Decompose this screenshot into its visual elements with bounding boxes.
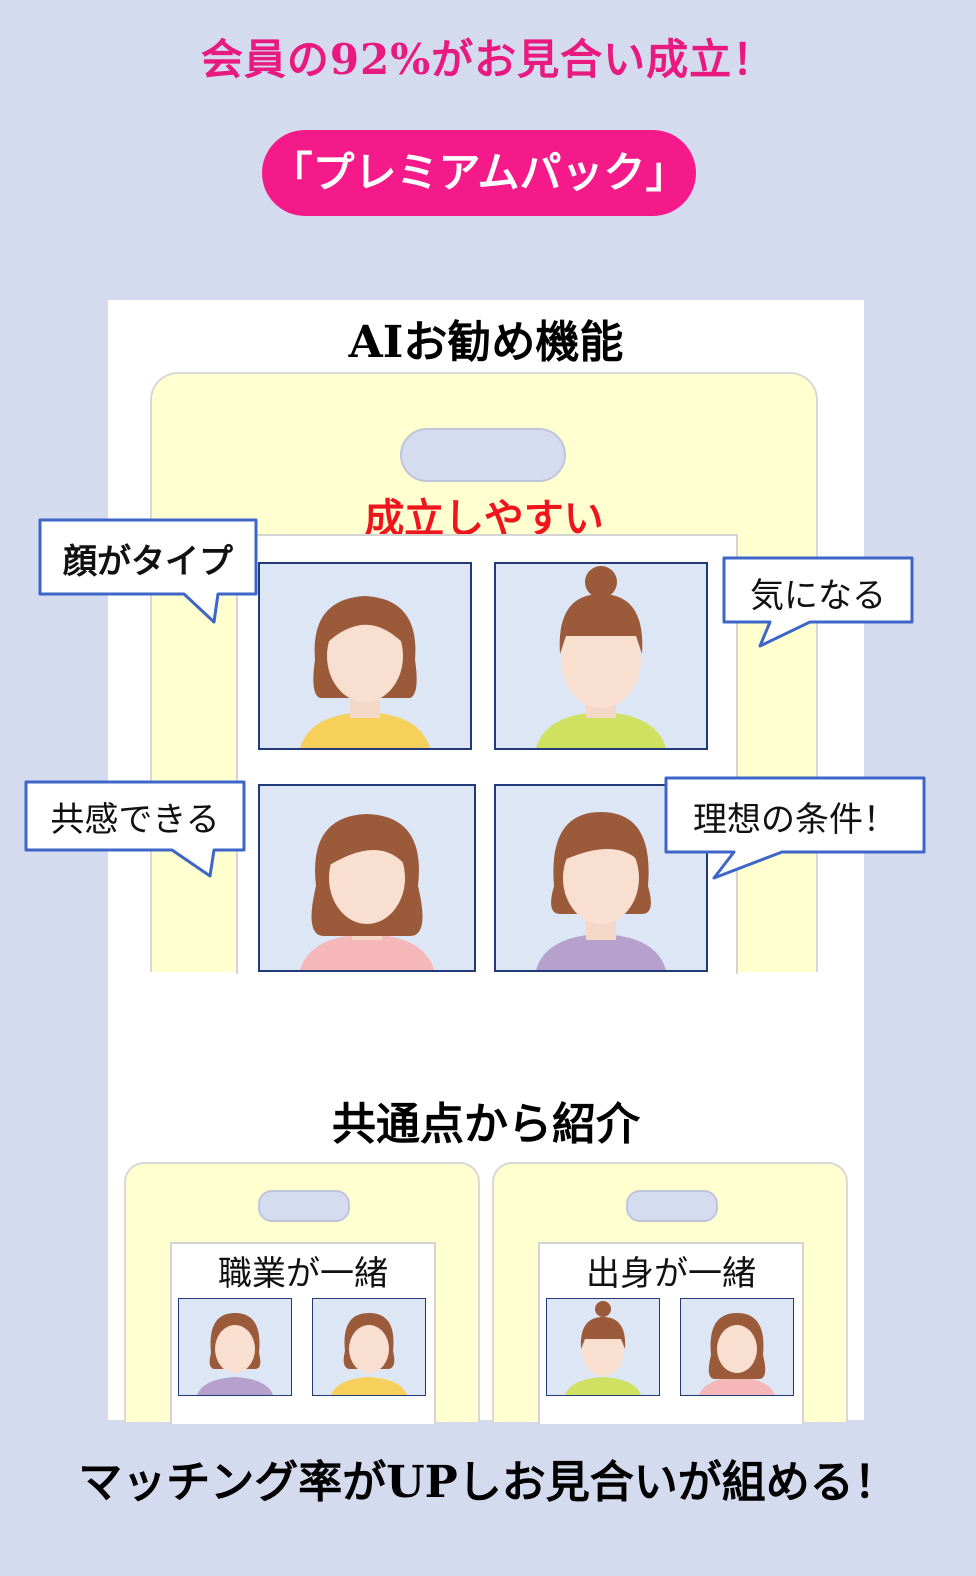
profile-photo-2[interactable] <box>494 562 708 750</box>
headline: 会員の92%がお見合い成立！ <box>200 35 776 84</box>
phone-speaker-slot <box>400 428 566 482</box>
speech-bubble-empathy: 共感できる <box>22 778 248 878</box>
common-points-title: 共通点から紹介 <box>332 1099 640 1150</box>
profile-photo-small[interactable] <box>178 1298 292 1396</box>
speech-bubble-curious: 気になる <box>720 554 916 648</box>
profile-photo-3[interactable] <box>258 784 476 972</box>
phone-mockup-occupation: 職業が一緒 <box>124 1162 480 1424</box>
woman-avatar-icon <box>300 596 430 748</box>
phone-speaker-slot <box>258 1190 350 1222</box>
profile-photo-small[interactable] <box>546 1298 660 1396</box>
footer-tagline: マッチング率がUPしお見合いが組める！ <box>78 1457 898 1508</box>
phone-screen: 出身が一緒 <box>538 1242 804 1424</box>
woman-avatar-icon <box>536 812 666 970</box>
woman-avatar-icon <box>699 1313 775 1395</box>
same-occupation-label: 職業が一緒 <box>218 1254 388 1294</box>
woman-avatar-icon <box>536 566 666 748</box>
profile-photo-small[interactable] <box>312 1298 426 1396</box>
bubble-text: 共感できる <box>50 800 220 840</box>
profile-photo-small[interactable] <box>680 1298 794 1396</box>
bubble-text: 理想の条件！ <box>693 800 897 840</box>
profile-photo-1[interactable] <box>258 562 472 750</box>
phone-screen: 職業が一緒 <box>170 1242 436 1424</box>
ai-recommend-title: AIお勧め機能 <box>348 317 624 368</box>
woman-avatar-icon <box>565 1301 641 1395</box>
phone-mockup: 成立しやすい <box>150 372 818 974</box>
bubble-text: 気になる <box>750 576 886 616</box>
feature-panel: AIお勧め機能 成立しやすい <box>108 300 864 1424</box>
woman-avatar-icon <box>197 1313 273 1395</box>
premium-pack-badge: 「プレミアムパック」 <box>262 130 696 216</box>
woman-avatar-icon <box>300 814 434 970</box>
phone-speaker-slot <box>626 1190 718 1222</box>
speech-bubble-face-type: 顔がタイプ <box>36 516 260 624</box>
bubble-text: 顔がタイプ <box>63 542 233 582</box>
phone-mockup-hometown: 出身が一緒 <box>492 1162 848 1424</box>
same-hometown-label: 出身が一緒 <box>586 1254 756 1294</box>
woman-avatar-icon <box>331 1313 407 1395</box>
speech-bubble-ideal-conditions: 理想の条件！ <box>662 774 928 880</box>
